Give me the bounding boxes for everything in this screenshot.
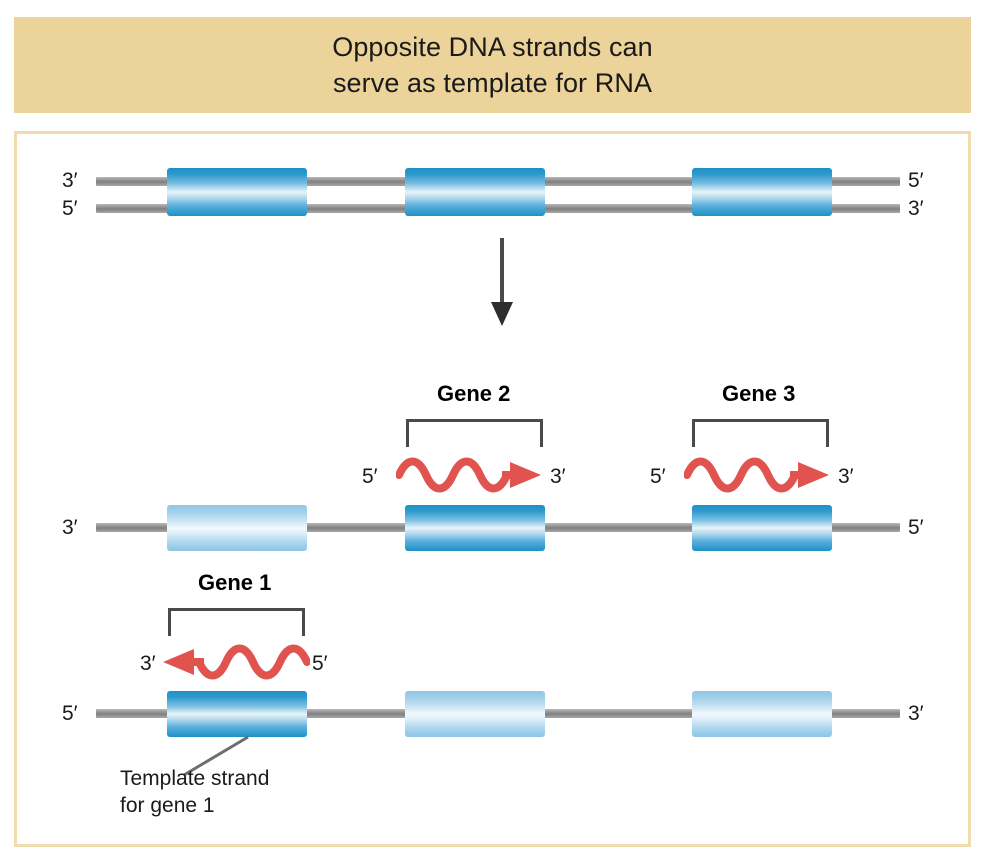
template-strand-caption-line-1: Template strand — [120, 767, 270, 790]
gene1-rna-5prime-label: 5′ — [312, 652, 328, 675]
duplex-top-left-prime-label: 3′ — [62, 169, 78, 192]
down-arrow-icon — [491, 238, 513, 326]
duplex-gene-box-1 — [167, 168, 307, 216]
figure-title-banner: Opposite DNA strands can serve as templa… — [14, 17, 971, 113]
duplex-gene-box-3 — [692, 168, 832, 216]
lower-strand-right-prime-label: 3′ — [908, 702, 924, 725]
lower-strand-gene-box-1 — [167, 691, 307, 737]
figure-title-line-1: Opposite DNA strands can — [332, 32, 653, 62]
gene3-rna-transcript-arrow — [684, 457, 829, 493]
lower-strand-left-prime-label: 5′ — [62, 702, 78, 725]
template-strand-caption-line-2: for gene 1 — [120, 794, 215, 817]
gene3-bracket — [692, 419, 829, 447]
gene1-bracket — [168, 608, 305, 636]
lower-strand-gene-box-2 — [405, 691, 545, 737]
gene2-bracket — [406, 419, 543, 447]
gene3-rna-5prime-label: 5′ — [650, 465, 666, 488]
gene3-label: Gene 3 — [722, 381, 796, 406]
gene2-label: Gene 2 — [437, 381, 511, 406]
upper-strand-gene-box-2 — [405, 505, 545, 551]
gene1-rna-3prime-label: 3′ — [140, 652, 156, 675]
upper-strand-gene-box-1 — [167, 505, 307, 551]
upper-strand-gene-box-3 — [692, 505, 832, 551]
gene1-rna-transcript-arrow — [163, 644, 310, 680]
gene1-label: Gene 1 — [198, 570, 272, 595]
gene2-rna-3prime-label: 3′ — [550, 465, 566, 488]
duplex-top-right-prime-label: 5′ — [908, 169, 924, 192]
duplex-bottom-left-prime-label: 5′ — [62, 197, 78, 220]
duplex-gene-box-2 — [405, 168, 545, 216]
duplex-bottom-right-prime-label: 3′ — [908, 197, 924, 220]
figure-title-line-2: serve as template for RNA — [332, 68, 653, 98]
gene2-rna-transcript-arrow — [396, 457, 541, 493]
upper-strand-right-prime-label: 5′ — [908, 516, 924, 539]
template-strand-leader-line — [183, 735, 249, 777]
gene3-rna-3prime-label: 3′ — [838, 465, 854, 488]
upper-strand-left-prime-label: 3′ — [62, 516, 78, 539]
lower-strand-gene-box-3 — [692, 691, 832, 737]
gene2-rna-5prime-label: 5′ — [362, 465, 378, 488]
